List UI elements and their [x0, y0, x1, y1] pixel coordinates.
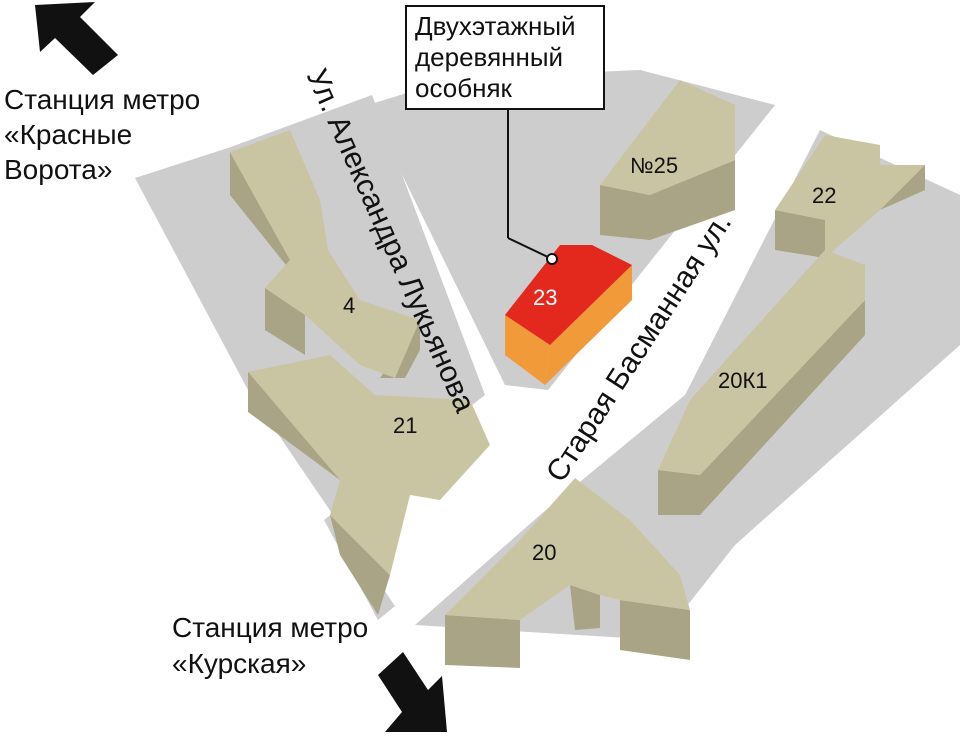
station-top-line-2: «Красные [4, 119, 133, 150]
callout-line-2: деревянный [415, 42, 564, 72]
city-block-left [135, 95, 485, 620]
callout-box: Двухэтажный деревянный особняк [405, 5, 605, 110]
station-top-line-1: Станция метро [4, 84, 201, 115]
building-label-23: 23 [533, 285, 558, 310]
building-25 [600, 80, 735, 240]
building-label-22: 22 [812, 183, 837, 208]
building-label-21: 21 [393, 413, 418, 438]
building-22 [775, 135, 925, 258]
building-label-20: 20 [532, 540, 557, 565]
station-bottom-line-2: «Курская» [172, 648, 307, 679]
building-21 [248, 355, 490, 615]
arrow-up-left-icon [35, 2, 118, 75]
station-bottom-line-1: Станция метро [172, 612, 369, 643]
callout-pin [546, 253, 558, 265]
arrow-down-right-icon [378, 652, 447, 732]
callout-leader-diag [507, 237, 551, 259]
building-23-highlight [505, 245, 632, 385]
callout-line-3: особняк [415, 73, 512, 103]
building-4 [230, 130, 420, 378]
building-20 [445, 478, 690, 668]
building-20k1 [658, 250, 865, 515]
callout-line-1: Двухэтажный [415, 11, 576, 41]
building-label-4: 4 [343, 293, 356, 318]
building-label-25: №25 [630, 153, 679, 178]
building-label-20k1: 20К1 [718, 368, 768, 393]
station-top-line-3: Ворота» [4, 154, 113, 185]
